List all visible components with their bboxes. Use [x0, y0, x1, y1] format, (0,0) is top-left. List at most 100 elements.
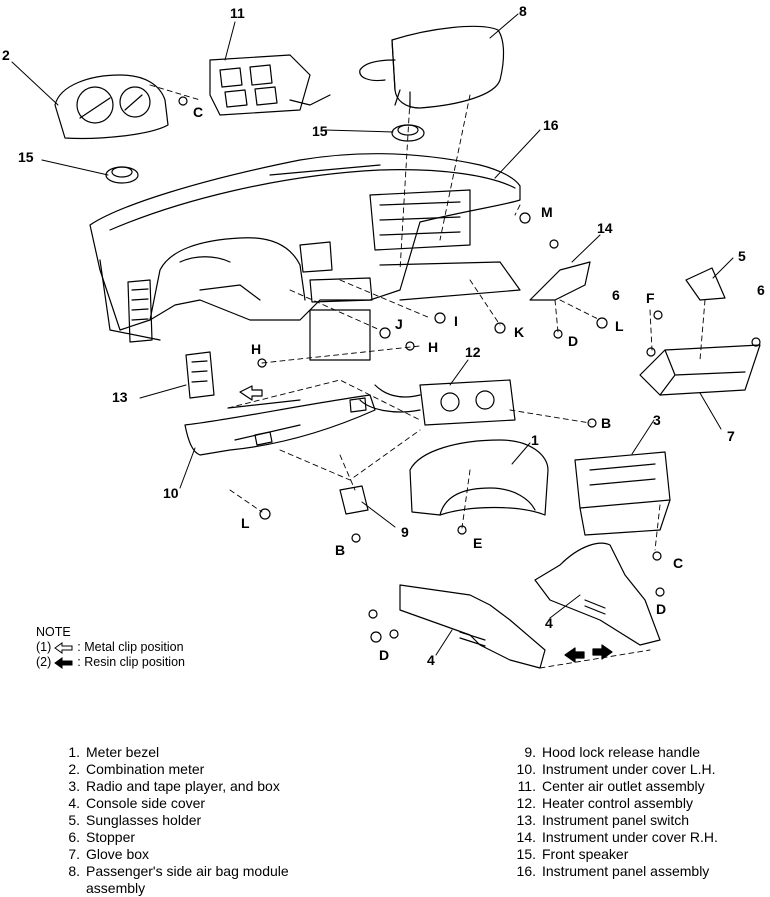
fasteners: [178, 96, 761, 643]
legend-item: 10. Instrument under cover L.H.: [514, 761, 770, 778]
parts-legend-right: 9. Hood lock release handle 10. Instrument…: [514, 744, 770, 880]
legend-text: Instrument panel assembly: [542, 863, 710, 879]
callout-labels: 2 11 8 C 15 16 15 M 14 5 6 F 6 L J I K D…: [2, 3, 765, 668]
legend-text: Instrument under cover L.H.: [542, 761, 716, 777]
glove-box: [639, 344, 761, 396]
hood-lock-release-handle: [339, 485, 369, 515]
callout-2: 2: [2, 47, 10, 63]
legend-text: Radio and tape player, and box: [86, 778, 280, 794]
console-side-cover-right: [534, 542, 661, 646]
legend-text: Instrument under cover R.H.: [542, 829, 718, 845]
legend-text: Instrument panel switch: [542, 812, 690, 828]
alignment-lines: [149, 84, 706, 669]
legend-num: 13.: [516, 812, 536, 828]
callout-10: 10: [163, 485, 179, 501]
resin-clip-arrow-left: [564, 647, 585, 663]
callout-13: 13: [112, 389, 128, 405]
callout-7: 7: [727, 428, 735, 444]
note-line-metal: (1) : Metal clip position: [36, 640, 185, 655]
callout-11: 11: [230, 5, 245, 21]
callout-J: J: [395, 316, 403, 332]
callout-14: 14: [597, 220, 613, 236]
legend-text: Sunglasses holder: [86, 812, 202, 828]
callout-8: 8: [519, 3, 527, 19]
front-speaker-left: [105, 166, 139, 184]
legend-text: Front speaker: [542, 846, 629, 862]
note-line2-text: : Resin clip position: [77, 655, 185, 669]
legend-num: 10.: [516, 761, 536, 777]
legend-item: 8.Passenger's side air bag module assemb…: [54, 863, 374, 897]
callout-3: 3: [653, 412, 661, 428]
callout-D-top: D: [568, 333, 578, 349]
legend-num: 15.: [516, 846, 536, 862]
legend-item: 13. Instrument panel switch: [514, 812, 770, 829]
callout-K: K: [514, 324, 524, 340]
resin-clip-icon: [54, 656, 73, 669]
legend-item: 14.Instrument under cover R.H.: [514, 829, 770, 846]
callout-9: 9: [401, 524, 409, 540]
note-block: NOTE (1) : Metal clip position (2) : Res…: [36, 625, 185, 670]
legend-num: 5.: [68, 812, 80, 828]
legend-text: Console side cover: [86, 795, 206, 811]
callout-I: I: [454, 313, 458, 329]
legend-item: 6. Stopper: [54, 829, 374, 846]
legend-item: 7. Glove box: [54, 846, 374, 863]
legend-text: Stopper: [86, 829, 136, 845]
legend-num: 11.: [517, 778, 536, 794]
meter-bezel: [409, 439, 549, 516]
legend-text: Heater control assembly: [542, 795, 693, 811]
console-side-cover-left: [399, 584, 546, 669]
note-title: NOTE: [36, 625, 71, 639]
callout-F: F: [646, 290, 655, 306]
instrument-under-cover-rh: [529, 261, 591, 301]
legend-num: 8.: [68, 863, 80, 879]
callout-L-left: L: [241, 515, 250, 531]
legend-text: Hood lock release handle: [542, 744, 700, 760]
legend-item: 16. Instrument panel assembly: [514, 863, 770, 880]
callout-6-right: 6: [757, 282, 765, 298]
callout-L-right: L: [615, 318, 624, 334]
note-line2-prefix: (2): [36, 655, 52, 669]
exploded-view-diagram: 2 11 8 C 15 16 15 M 14 5 6 F 6 L J I K D…: [2, 3, 765, 669]
legend-num: 4.: [68, 795, 80, 811]
legend-num: 7.: [68, 846, 80, 862]
callout-5: 5: [738, 248, 746, 264]
heater-control-assembly: [359, 379, 516, 426]
legend-item: 9. Hood lock release handle: [514, 744, 770, 761]
callout-4-left: 4: [427, 652, 435, 668]
legend-num: 16.: [516, 863, 536, 879]
legend-item: 3. Radio and tape player, and box: [54, 778, 374, 795]
callout-E: E: [473, 535, 482, 551]
callout-H-right: H: [428, 339, 438, 355]
callout-C-top: C: [193, 104, 203, 120]
instrument-panel-switch: [185, 351, 215, 399]
legend-num: 3.: [68, 778, 80, 794]
legend-item: 12.Heater control assembly: [514, 795, 770, 812]
legend-text: Glove box: [86, 846, 150, 862]
legend-item: 11. Center air outlet assembly: [514, 778, 770, 795]
callout-1: 1: [531, 432, 539, 448]
metal-clip-icon: [54, 641, 73, 654]
callout-C-right: C: [673, 555, 683, 571]
callout-B-right: B: [601, 415, 611, 431]
callout-16: 16: [543, 117, 559, 133]
callout-15-right: 15: [312, 123, 328, 139]
legend-num: 6.: [68, 829, 80, 845]
combination-meter: [54, 74, 169, 140]
legend-item: 1.Meter bezel: [54, 744, 374, 761]
note-line-resin: (2) : Resin clip position: [36, 655, 185, 670]
instrument-panel-assembly: [89, 153, 521, 361]
center-air-outlet: [209, 54, 331, 116]
metal-clip-arrow: [239, 385, 263, 401]
sunglasses-holder: [685, 267, 726, 301]
instrument-under-cover-lh: [184, 394, 376, 456]
parts-legend-left: 1.Meter bezel 2.Combination meter 3.Radi…: [54, 744, 374, 897]
legend-num: 9.: [524, 744, 536, 760]
air-bag-module: [359, 25, 505, 109]
radio-tape-player: [574, 451, 671, 536]
legend-num: 2.: [68, 761, 80, 777]
legend-text: Center air outlet assembly: [542, 778, 705, 794]
callout-D-left: D: [379, 647, 389, 663]
callout-B-left: B: [335, 542, 345, 558]
callout-15-left: 15: [18, 149, 34, 165]
